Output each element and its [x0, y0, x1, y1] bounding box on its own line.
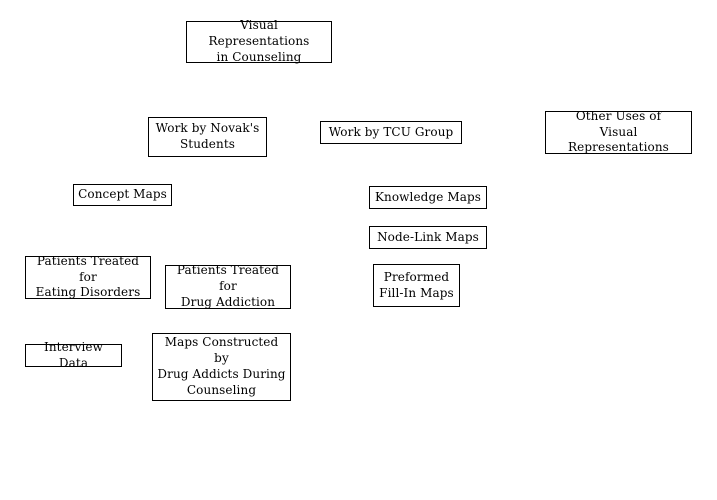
node-label-line: Patients Treated for	[176, 263, 280, 294]
node-label-line: Work by TCU Group	[328, 124, 454, 139]
node-label-line: Counseling	[186, 382, 257, 397]
node-knowledge-maps[interactable]: Knowledge Maps	[369, 186, 487, 209]
node-label-line: Patients Treated for	[36, 253, 140, 284]
node-label-line: Maps Constructed by	[164, 335, 279, 366]
node-label-line: Knowledge Maps	[374, 189, 482, 204]
node-node-link-maps[interactable]: Node-Link Maps	[369, 226, 487, 249]
node-label-line: in Counseling	[216, 49, 302, 64]
node-label-line: Drug Addiction	[180, 294, 276, 309]
node-label-line: Interview Data	[43, 339, 104, 370]
node-label-line: Drug Addicts During	[157, 367, 286, 381]
node-label-line: Node-Link Maps	[377, 229, 479, 244]
node-concept-maps[interactable]: Concept Maps	[73, 184, 172, 206]
node-label-line: Other Uses of	[575, 108, 662, 123]
node-label-line: Visual Representations	[568, 124, 669, 155]
node-interview-data[interactable]: Interview Data	[25, 340, 122, 370]
node-label-line: Eating Disorders	[35, 285, 141, 300]
node-work-by-tcu-group[interactable]: Work by TCU Group	[320, 121, 462, 144]
node-label-line: Concept Maps	[78, 187, 167, 202]
node-label-line: Preformed	[383, 269, 450, 284]
node-label-line: Work by Novak's	[155, 121, 260, 136]
node-label-line: Visual Representations	[208, 18, 310, 49]
node-label-line: Fill-In Maps	[379, 285, 454, 300]
node-label-line: Students	[179, 137, 236, 151]
